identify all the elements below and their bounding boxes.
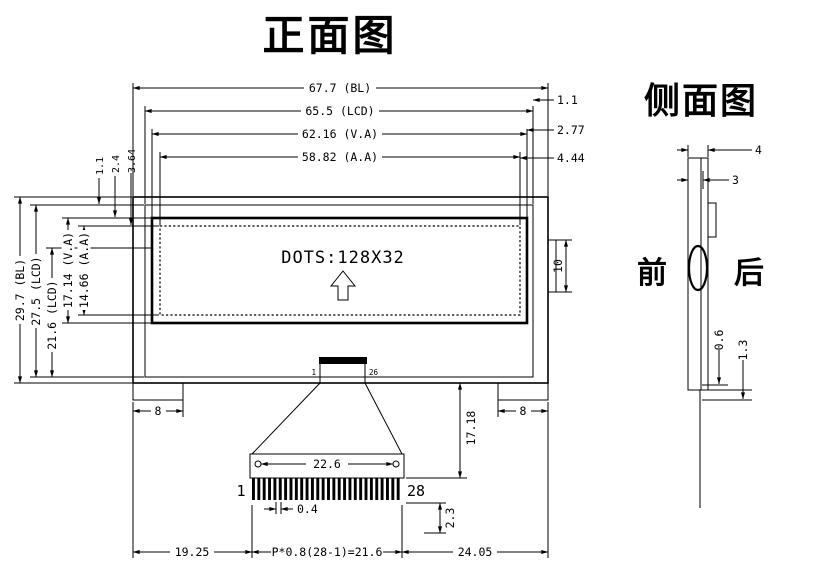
dim-fpc-width-label: 10	[551, 259, 565, 273]
side-oval	[687, 244, 709, 292]
dim-width-aa: 58.82 (A.A)	[159, 150, 521, 225]
dim-tail: 1.3	[702, 340, 752, 401]
pin-comb	[252, 478, 402, 500]
pin-first-label: 1	[236, 482, 245, 500]
dim-pin-width-label: 0.4	[297, 502, 318, 516]
dim-hole-span-label: 22.6	[313, 457, 341, 471]
dim-height-bl: 29.7 (BL)	[13, 196, 132, 384]
dim-pin-length: 2.3	[406, 502, 457, 534]
foot-left-outline	[132, 383, 184, 401]
module-outline	[132, 196, 549, 384]
dim-margin-right-label: 24.05	[458, 545, 493, 559]
dim-width-va-label: 62.16 (V.A)	[302, 127, 378, 141]
dim-margin-left-label: 19.25	[175, 545, 210, 559]
dim-height-bl-label: 29.7 (BL)	[13, 259, 27, 321]
pin-last-label: 28	[407, 482, 425, 500]
dim-fpc-width: 10	[551, 239, 572, 293]
dim-height-va: 17.14 (V.A)	[61, 217, 151, 324]
side-profile	[687, 157, 717, 508]
foot-right-outline	[497, 383, 549, 401]
pin-header: 1 28	[236, 478, 425, 500]
dim-pin-length-label: 2.3	[443, 508, 457, 529]
cog-ic: 1 26	[311, 357, 379, 383]
dim-fpc-thickness-label: 0.6	[712, 330, 726, 351]
dim-top-offsets: 1.1 2.4 3.64	[95, 149, 138, 226]
dim-body-to-pins-label: 17.18	[464, 411, 478, 446]
dim-width-bl: 67.7 (BL)	[132, 81, 549, 196]
dim-pin-pitch-label: P*0.8(28-1)=21.6	[272, 545, 383, 559]
dim-tail-label: 1.3	[736, 340, 750, 361]
dim-foot-left: 8	[132, 385, 184, 418]
dim-height-lcd: 27.5 (LCD)	[29, 204, 144, 378]
right-tab-outline	[548, 239, 557, 293]
dim-fpc-thickness: 0.6	[702, 330, 752, 391]
dim-body-to-pins: 17.18	[406, 382, 478, 479]
dots-label: DOTS:128X32	[281, 248, 405, 268]
dim-foot-left-label: 8	[155, 404, 162, 418]
dim-hole-span: 22.6	[260, 457, 394, 471]
up-arrow-icon	[329, 270, 357, 301]
side-back-label: 后	[734, 256, 764, 291]
dim-edge-va-label: 2.77	[557, 123, 585, 137]
dim-height-aa-label: 14.66 (A.A)	[77, 232, 91, 308]
dim-top-offset-1-label: 1.1	[95, 157, 106, 175]
dim-bottom-row: 19.25 P*0.8(28-1)=21.6 24.05	[132, 402, 549, 559]
dim-body-thickness-label: 3	[732, 173, 739, 187]
dim-height-aa: 14.66 (A.A)	[77, 225, 159, 316]
dim-height-216-label: 21.6 (LCD)	[45, 280, 59, 349]
dim-top-offset-3-label: 3.64	[127, 149, 138, 173]
dim-width-lcd-label: 65.5 (LCD)	[305, 104, 374, 118]
dim-top-offset-2-label: 2.4	[111, 155, 122, 173]
dim-foot-right-label: 8	[520, 404, 527, 418]
side-bump-outline	[708, 202, 717, 238]
fpc-hole-right	[392, 460, 400, 468]
display-window: DOTS:128X32	[150, 216, 529, 325]
front-view-title: 正面图	[262, 11, 397, 60]
dim-edge-aa-label: 4.44	[557, 151, 585, 165]
dim-height-va-label: 17.14 (V.A)	[61, 232, 75, 308]
fpc-hole-left	[254, 460, 262, 468]
dim-width-lcd: 65.5 (LCD)	[144, 104, 534, 204]
dim-total-thickness-label: 4	[755, 143, 762, 157]
dim-total-thickness: 4	[677, 143, 762, 157]
dim-foot-right: 8	[497, 385, 549, 418]
side-view-title: 侧面图	[644, 81, 758, 122]
dim-width-va: 62.16 (V.A)	[151, 127, 528, 217]
dim-width-bl-label: 67.7 (BL)	[309, 81, 371, 95]
dim-edge-lcd-label: 1.1	[557, 93, 578, 107]
side-front-label: 前	[637, 256, 667, 291]
dim-edge-offsets-right: 1.1 2.77 4.44	[519, 93, 585, 165]
dim-pin-width: 0.4	[264, 502, 318, 516]
dim-body-thickness: 3	[677, 171, 739, 189]
dim-width-aa-label: 58.82 (A.A)	[302, 150, 378, 164]
cog-pad-first-label: 1	[311, 368, 316, 377]
dim-height-lcd-label: 27.5 (LCD)	[29, 256, 43, 325]
cog-pad-last-label: 26	[369, 368, 379, 377]
